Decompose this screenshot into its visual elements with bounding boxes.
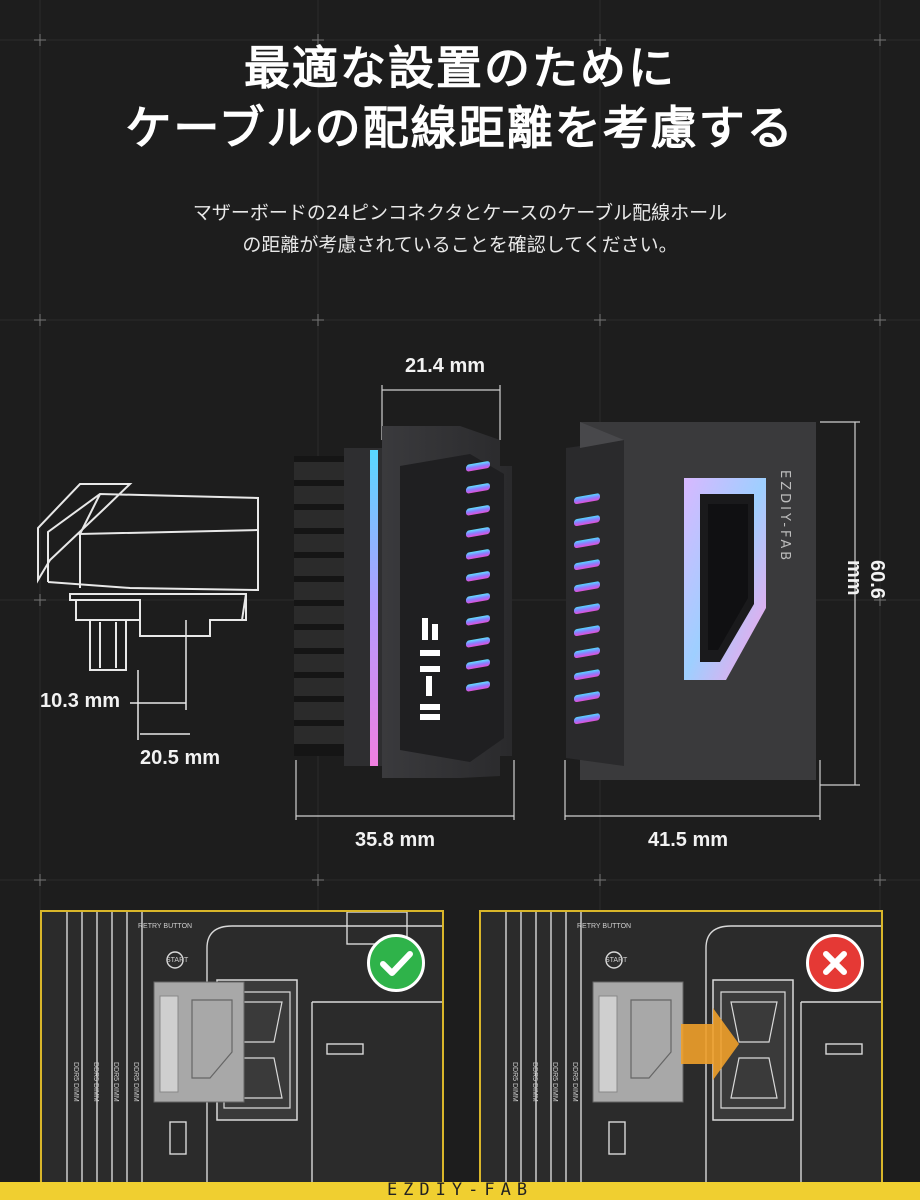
incorrect-installation-panel: RETRY BUTTON START DDR5 DIMM DDR5 DIMM D… <box>479 910 883 1184</box>
adapter-front-view <box>294 426 512 778</box>
svg-text:RETRY BUTTON: RETRY BUTTON <box>577 923 631 930</box>
side-brand-text: EZDIY-FAB <box>777 470 792 564</box>
description-line-1: マザーボードの24ピンコネクタとケースのケーブル配線ホール <box>192 202 728 224</box>
side-depth-label: 10.3 mm <box>40 690 121 712</box>
cross-icon <box>806 934 864 992</box>
svg-text:DDR5 DIMM: DDR5 DIMM <box>531 1062 538 1102</box>
height-label: 60.6 mm <box>843 560 888 599</box>
svg-text:DDR5 DIMM: DDR5 DIMM <box>92 1062 99 1102</box>
correct-installation-panel: RETRY BUTTON START DDR5 DIMM DDR5 DIMM D… <box>40 910 444 1184</box>
check-icon <box>367 934 425 992</box>
svg-text:DDR5 DIMM: DDR5 DIMM <box>551 1062 558 1102</box>
motherboard-illustration: RETRY BUTTON START DDR5 DIMM DDR5 DIMM D… <box>505 912 881 1182</box>
svg-text:START: START <box>166 957 189 964</box>
top-width-label: 21.4 mm <box>405 355 486 377</box>
footer-brand: EZDIY-FAB <box>386 1180 534 1200</box>
svg-text:DDR5 DIMM: DDR5 DIMM <box>132 1062 139 1102</box>
bottom-right-label: 41.5 mm <box>648 829 729 851</box>
svg-text:DDR5 DIMM: DDR5 DIMM <box>72 1062 79 1102</box>
side-profile-drawing <box>37 483 259 740</box>
svg-text:DDR5 DIMM: DDR5 DIMM <box>571 1062 578 1102</box>
footer-bar <box>0 1182 920 1200</box>
adapter-side-view <box>566 422 816 780</box>
svg-text:START: START <box>605 957 628 964</box>
heading-line-2: ケーブルの配線距離を考慮する <box>125 101 795 155</box>
svg-text:DDR5 DIMM: DDR5 DIMM <box>511 1062 518 1102</box>
motherboard-illustration: RETRY BUTTON START DDR5 DIMM DDR5 DIMM D… <box>66 912 442 1182</box>
svg-text:DDR5 DIMM: DDR5 DIMM <box>112 1062 119 1102</box>
dimension-lines <box>295 385 860 820</box>
side-width-label: 20.5 mm <box>140 747 221 769</box>
svg-text:RETRY BUTTON: RETRY BUTTON <box>138 923 192 930</box>
bottom-left-label: 35.8 mm <box>355 829 436 851</box>
description-line-2: の距離が考慮されていることを確認してください。 <box>242 234 678 256</box>
heading-line-1: 最適な設置のために <box>244 41 676 95</box>
